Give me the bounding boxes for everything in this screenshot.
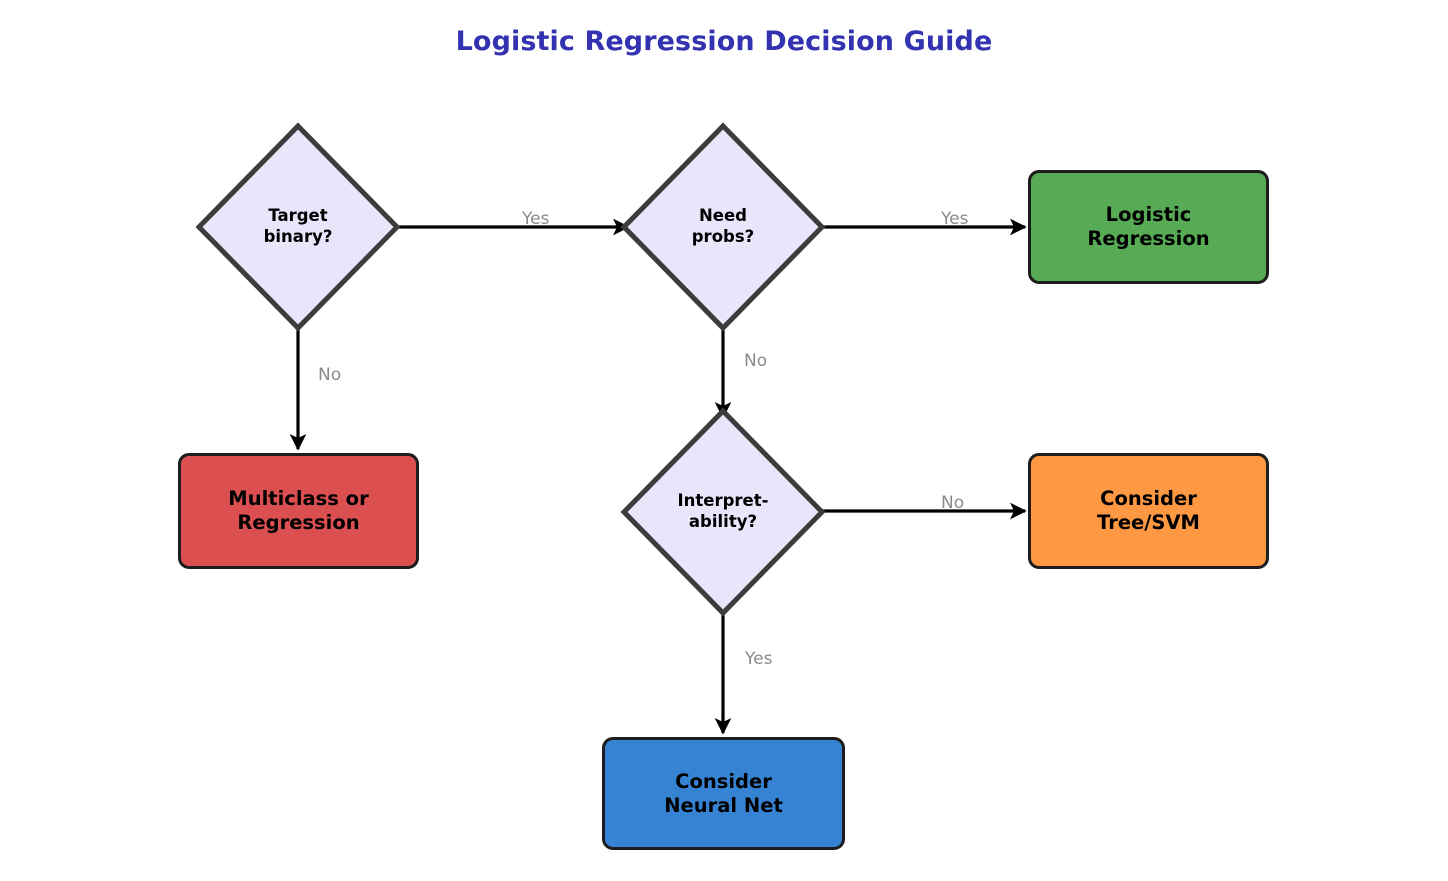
label-line-2: Regression (1087, 227, 1210, 250)
diamond-shape (620, 407, 826, 617)
edge-label-probs-to-logreg: Yes (941, 209, 969, 229)
edge-label-interpretability-to-tree-svm: No (941, 493, 965, 513)
label-line-1: Consider (675, 769, 772, 793)
node-multiclass-regression[interactable]: Multiclass or Regression (178, 453, 419, 569)
edge-label-probs-to-interpretability: No (744, 351, 768, 371)
label-line-1: Multiclass or (228, 487, 369, 511)
node-interpretability[interactable]: Interpret- ability? (620, 407, 826, 617)
label-line-1: Logistic (1105, 203, 1192, 227)
node-target-binary[interactable]: Target binary? (195, 122, 401, 332)
edge-label-target-to-multiclass: No (318, 365, 342, 385)
diamond-shape (620, 122, 826, 332)
node-consider-neural-net[interactable]: Consider Neural Net (602, 737, 845, 850)
edge-label-target-to-probs: Yes (522, 209, 550, 229)
node-consider-tree-svm[interactable]: Consider Tree/SVM (1028, 453, 1269, 569)
label-line-2: Regression (237, 511, 360, 534)
label-line-1: Consider (1100, 487, 1197, 511)
page-title: Logistic Regression Decision Guide (455, 26, 993, 57)
diamond-shape (195, 122, 401, 332)
node-need-probs[interactable]: Need probs? (620, 122, 826, 332)
edge-label-interpretability-to-neural-net: Yes (745, 649, 773, 669)
node-logistic-regression[interactable]: Logistic Regression (1028, 170, 1269, 284)
label-line-2: Tree/SVM (1097, 511, 1200, 534)
label-line-2: Neural Net (664, 793, 783, 817)
